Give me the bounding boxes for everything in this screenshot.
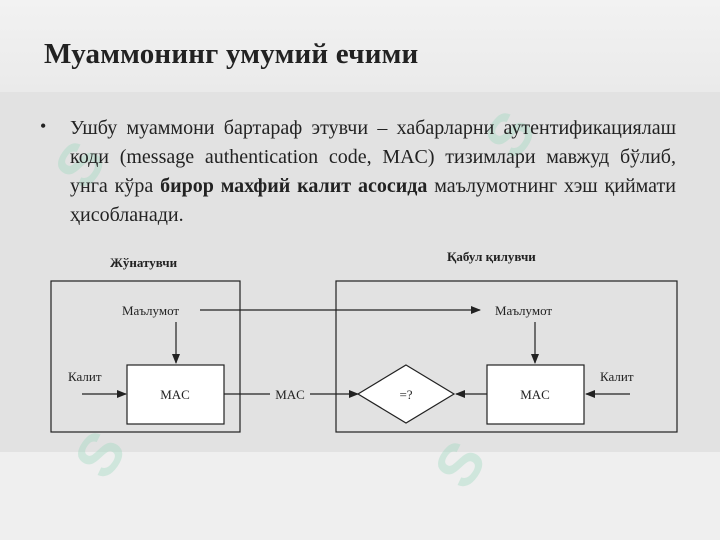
- receiver-mac-label: MAC: [520, 387, 550, 402]
- receiver-mac-box: [486, 364, 585, 425]
- sender-label: Жўнатувчи: [110, 255, 178, 270]
- compare-diamond: [356, 364, 456, 424]
- paragraph-text-end: маълумотнинг хэш қиймати ҳисобланади.: [70, 175, 676, 226]
- paragraph-text: Ушбу муаммони бартараф этувчи – хабарлар…: [70, 117, 676, 197]
- sender-data-label: Маълумот: [122, 303, 179, 318]
- transmitted-mac-label: MAC: [275, 387, 305, 402]
- receiver-label: Қабул қилувчи: [447, 249, 536, 264]
- paragraph-bold-text: бирор махфий калит асосида: [160, 175, 428, 197]
- sender-key-label: Калит: [68, 369, 102, 384]
- slide-title: Муаммонинг умумий ечими: [44, 38, 419, 70]
- bullet-paragraph: Ушбу муаммони бартараф этувчи – хабарлар…: [70, 114, 676, 230]
- receiver-data-label: Маълумот: [495, 303, 552, 318]
- sender-frame: [50, 280, 241, 433]
- bullet-marker: •: [40, 116, 47, 136]
- compare-label: =?: [399, 387, 412, 402]
- sender-mac-box: [126, 364, 225, 425]
- title-band: [0, 0, 720, 92]
- sender-mac-label: MAC: [160, 387, 190, 402]
- footer-band: [0, 452, 720, 540]
- receiver-frame: [335, 280, 678, 433]
- receiver-key-label: Калит: [600, 369, 634, 384]
